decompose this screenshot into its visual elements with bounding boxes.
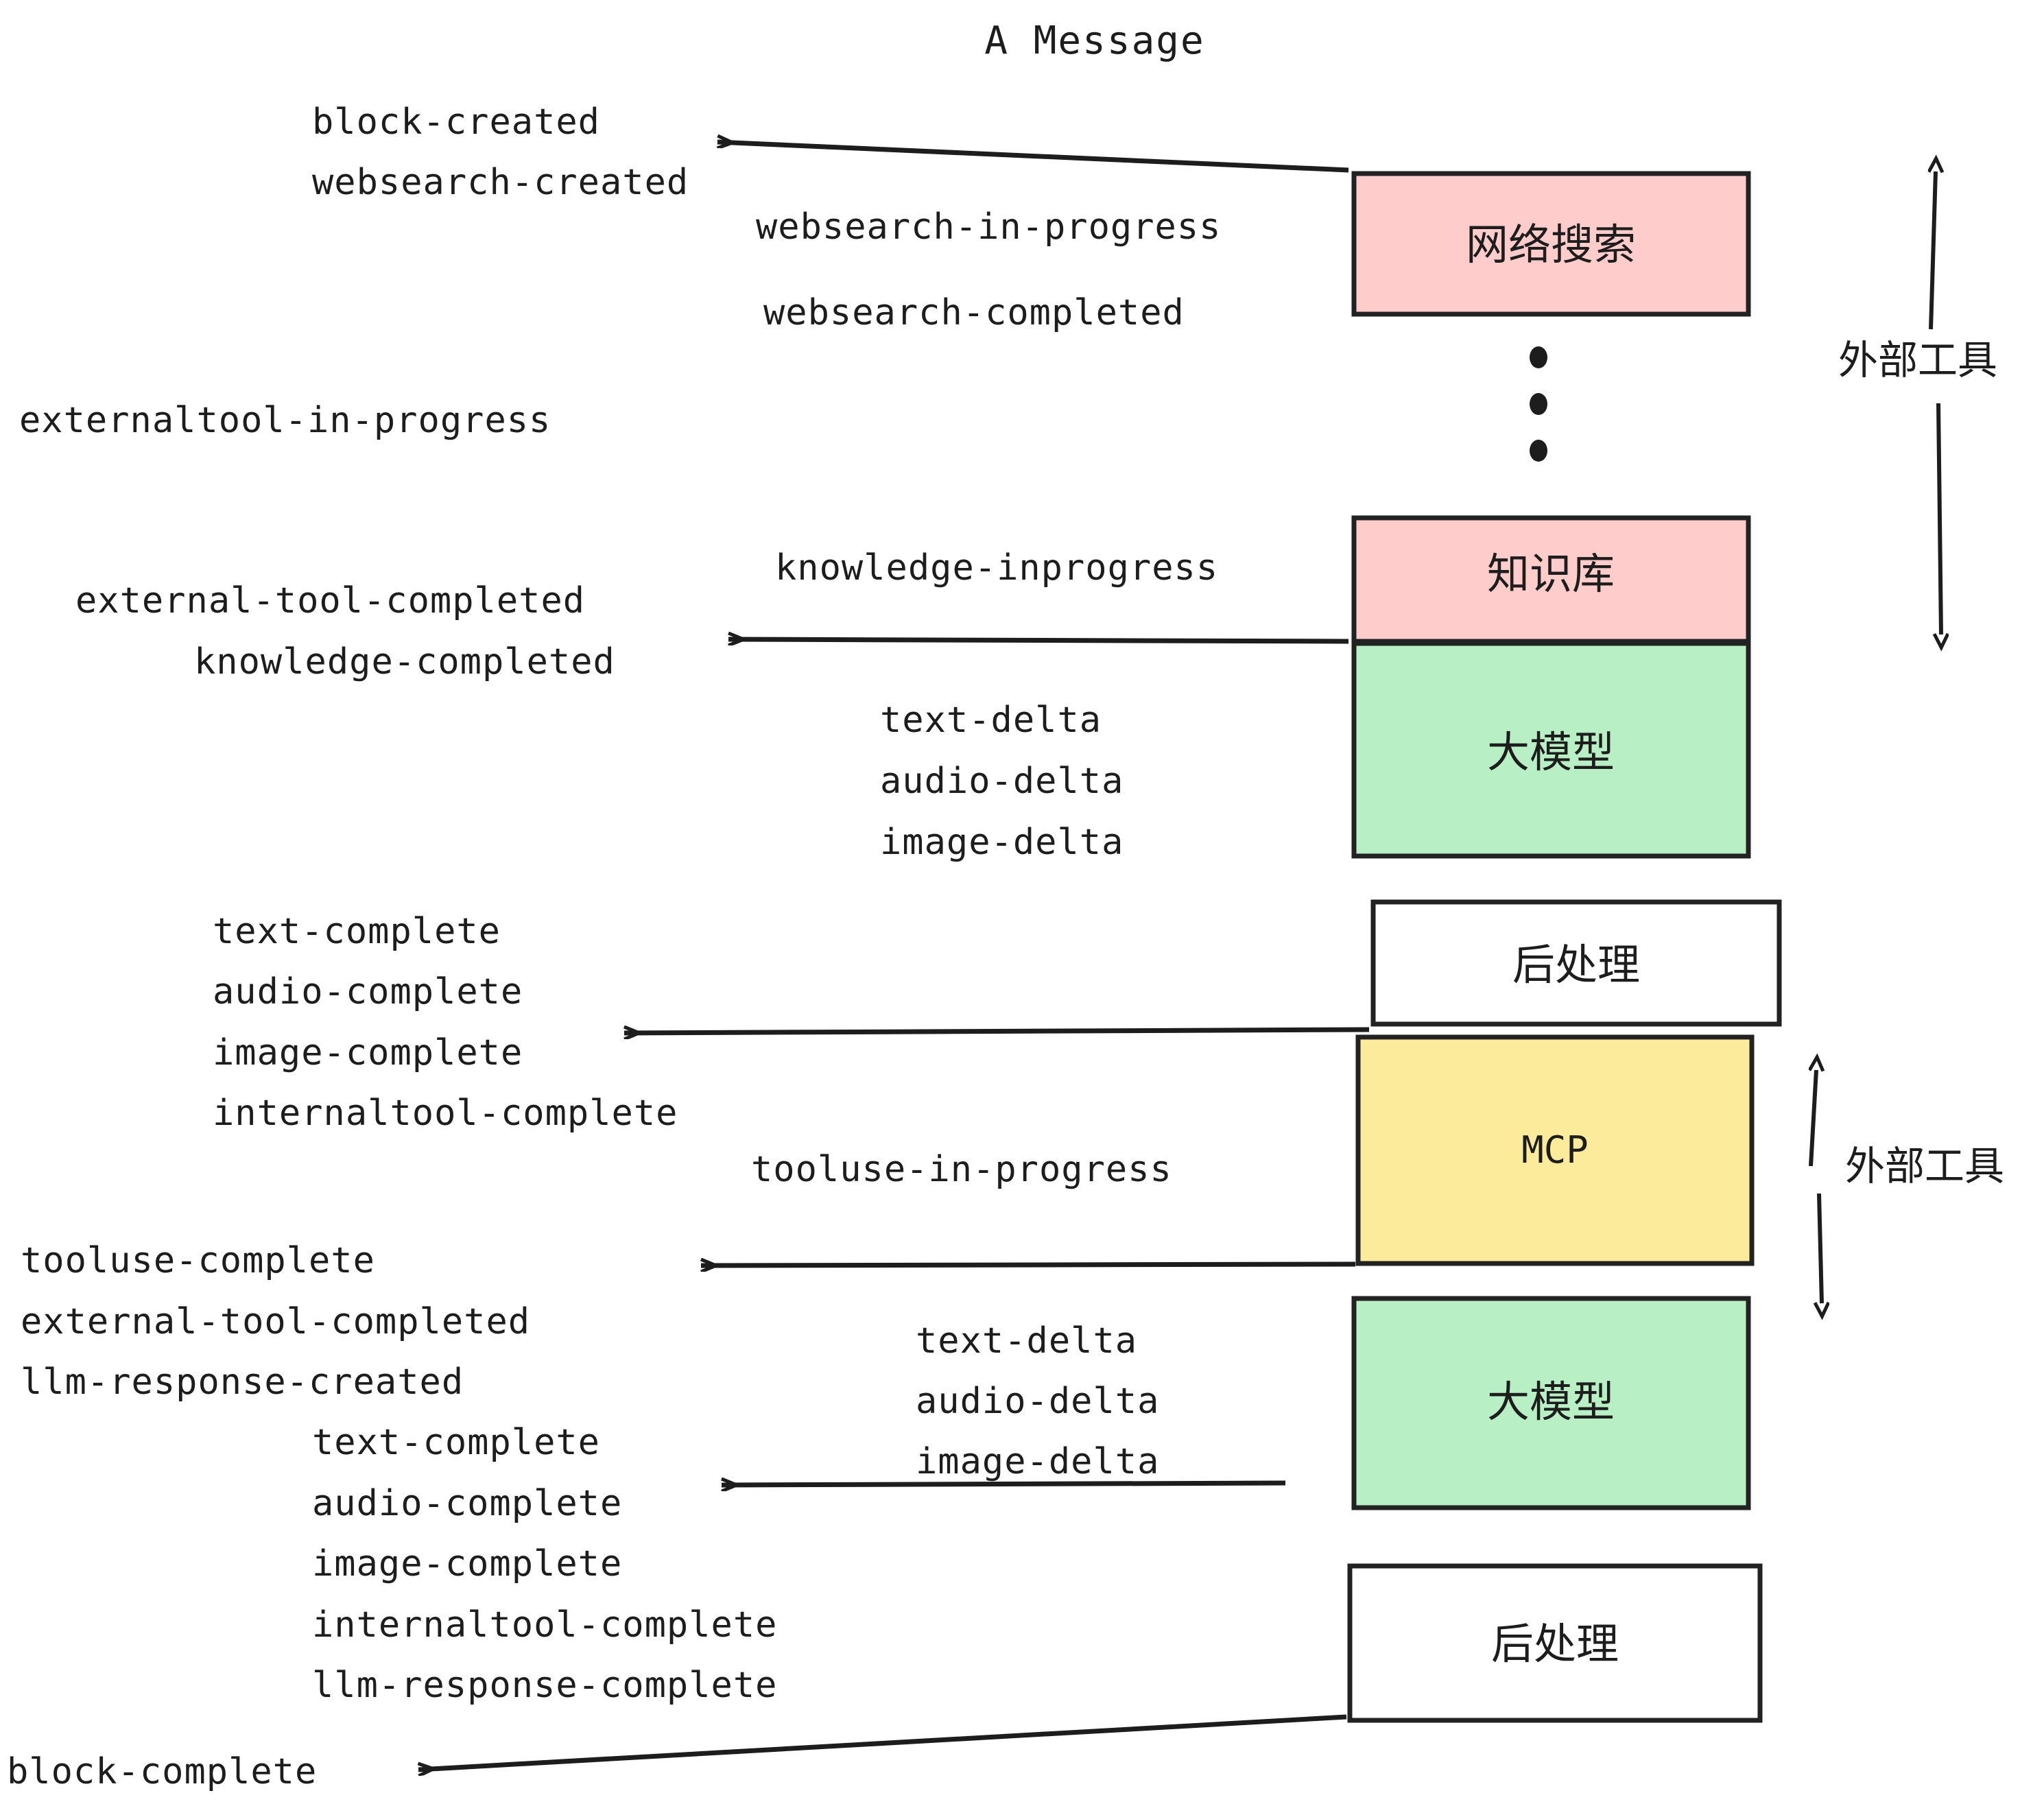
event-llm-response-complete: llm-response-complete (312, 1665, 777, 1706)
event-knowledge-completed: knowledge-completed (194, 641, 615, 683)
event-internaltool-complete-1: internaltool-complete (213, 1093, 678, 1134)
box-knowledgebase-label: 知识库 (1487, 549, 1615, 599)
external-tool-label-bottom: 外部工具 (1845, 1143, 2004, 1189)
event-text-complete-2: text-complete (312, 1422, 600, 1463)
event-websearch-created: websearch-created (312, 162, 689, 203)
event-tooluse-in-progress: tooluse-in-progress (751, 1149, 1172, 1190)
event-tooluse-complete: tooluse-complete (21, 1240, 375, 1281)
event-text-delta-2: text-delta (916, 1320, 1137, 1362)
vertical-ellipsis-icon (1530, 346, 1547, 462)
arrow-llm2-to-audio-complete (722, 1483, 1286, 1485)
event-knowledge-inprogress: knowledge-inprogress (775, 547, 1218, 589)
event-image-complete-2: image-complete (312, 1543, 622, 1585)
external-tool-arrow-top (1931, 171, 1941, 634)
arrow-mcp-to-tooluse-complete (701, 1264, 1356, 1266)
event-internaltool-complete-2: internaltool-complete (312, 1604, 777, 1646)
event-audio-complete-1: audio-complete (213, 971, 523, 1012)
arrow-postprocess1-to-image-complete (624, 1030, 1370, 1033)
box-postprocess-2[interactable] (1347, 1563, 1763, 1723)
external-tool-label-top: 外部工具 (1838, 337, 1997, 383)
event-audio-delta-2: audio-delta (916, 1381, 1159, 1422)
event-externaltool-in-progress: externaltool-in-progress (19, 400, 551, 441)
event-audio-delta-1: audio-delta (880, 761, 1124, 802)
event-block-complete: block-complete (7, 1751, 317, 1792)
box-postprocess-1-label: 后处理 (1512, 940, 1640, 990)
box-llm-1-label: 大模型 (1487, 727, 1615, 777)
arrow-postprocess2-to-block-complete (418, 1714, 1347, 1770)
event-websearch-completed: websearch-completed (763, 292, 1185, 333)
event-websearch-in-progress: websearch-in-progress (756, 206, 1221, 248)
event-external-tool-completed-1: external-tool-completed (75, 580, 585, 621)
page-title: A Message (984, 19, 1204, 63)
box-websearch[interactable] (1351, 171, 1751, 317)
external-tool-arrow-bottom (1811, 1070, 1822, 1303)
event-image-delta-1: image-delta (880, 822, 1124, 863)
box-llm-1[interactable] (1351, 641, 1751, 859)
box-mcp[interactable] (1355, 1034, 1755, 1266)
event-image-delta-2: image-delta (916, 1441, 1159, 1482)
arrow-websearch-to-block-created (717, 142, 1349, 173)
event-audio-complete-2: audio-complete (312, 1483, 622, 1524)
box-knowledgebase[interactable] (1351, 515, 1751, 644)
event-text-complete-1: text-complete (213, 911, 501, 952)
box-llm-2-label: 大模型 (1487, 1377, 1615, 1427)
event-block-created: block-created (312, 102, 600, 143)
box-websearch-label: 网络搜索 (1466, 219, 1636, 270)
box-mcp-label: MCP (1521, 1128, 1589, 1172)
arrow-knowledge-to-knowledge-completed (728, 639, 1349, 641)
box-llm-2[interactable] (1351, 1296, 1751, 1510)
box-postprocess-1[interactable] (1370, 899, 1782, 1027)
event-external-tool-completed-2: external-tool-completed (21, 1301, 530, 1342)
event-text-delta-1: text-delta (880, 700, 1102, 741)
box-postprocess-2-label: 后处理 (1491, 1619, 1619, 1669)
event-image-complete-1: image-complete (213, 1032, 523, 1073)
event-llm-response-created: llm-response-created (21, 1362, 464, 1403)
